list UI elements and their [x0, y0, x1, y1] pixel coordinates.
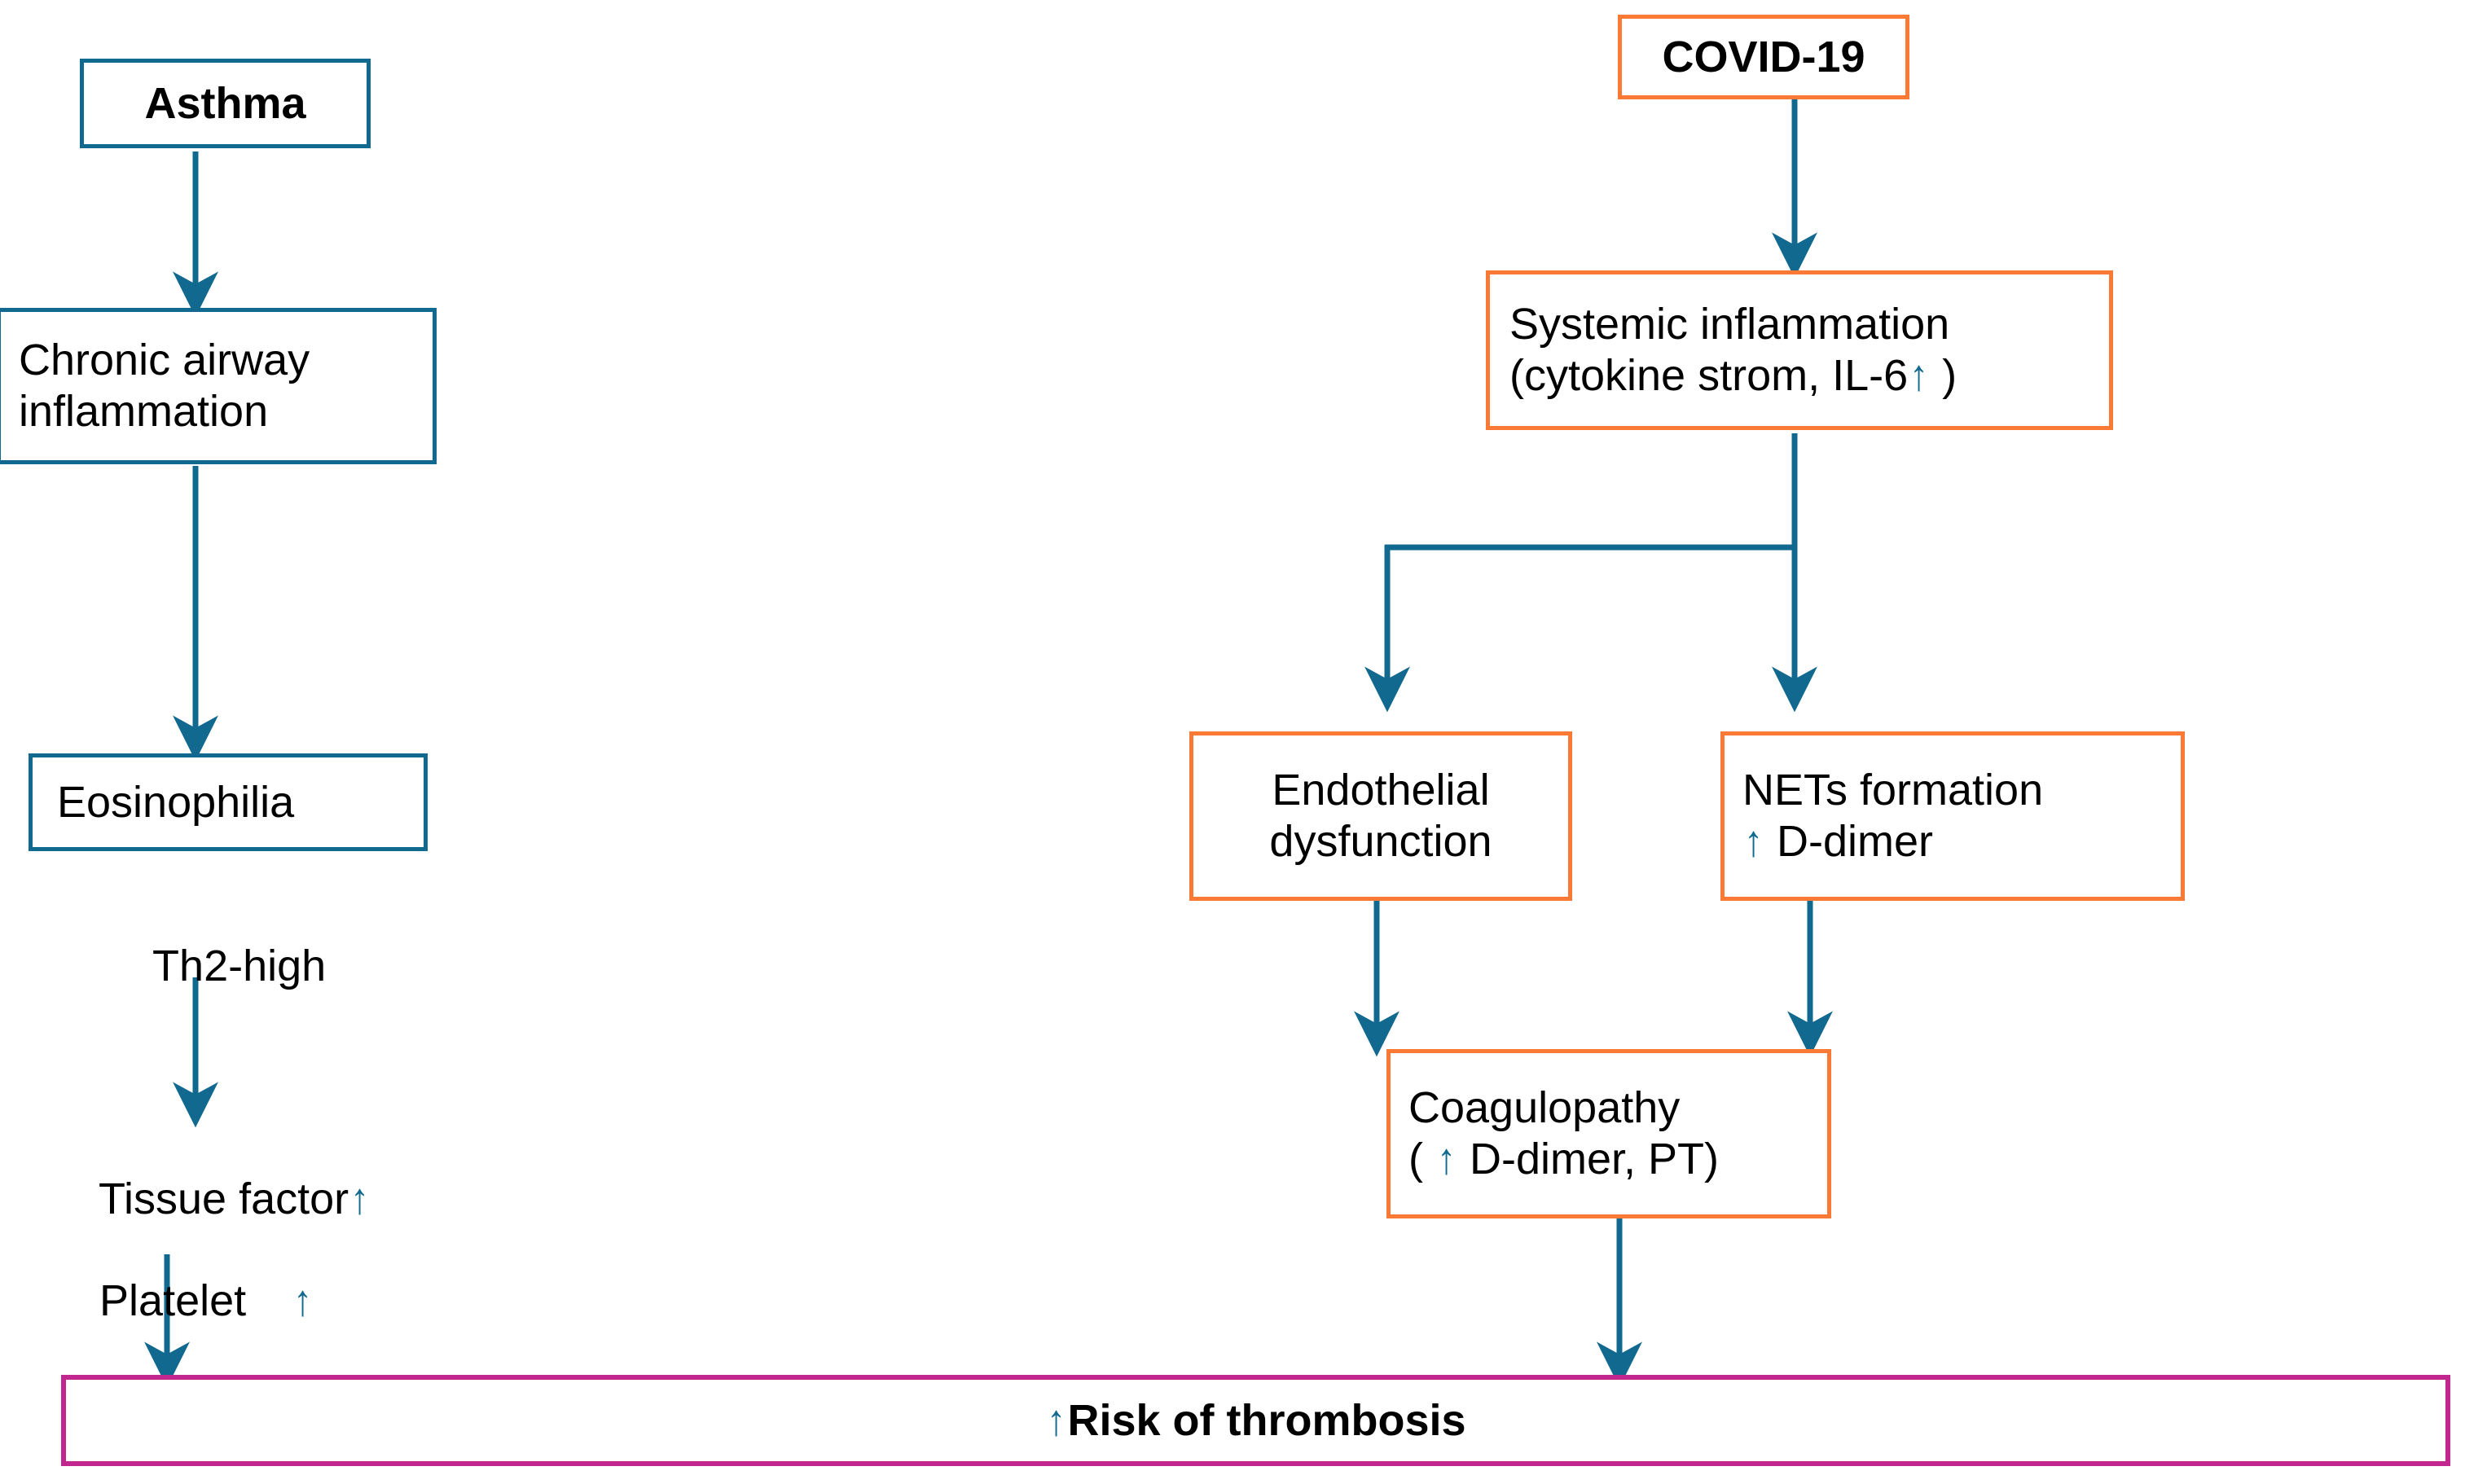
node-platelet-line: Platelet ↑	[99, 1276, 314, 1325]
node-systemic-line1: Systemic inflammation	[1509, 300, 1950, 349]
node-covid-19-label: COVID-19	[1662, 32, 1865, 81]
node-nets-formation[interactable]: NETs formation ↑ D-dimer	[1720, 731, 2185, 901]
node-eosinophilia[interactable]: Eosinophilia	[29, 753, 428, 851]
up-arrow-icon-platelet: ↑	[293, 1275, 313, 1325]
platelet-label: Platelet	[99, 1275, 247, 1325]
node-nets-line2: ↑ D-dimer	[1742, 817, 1933, 866]
node-nets-line1: NETs formation	[1742, 766, 2044, 815]
node-tissue-factor-platelet: Tissue factor↑ Platelet↑	[51, 1122, 371, 1377]
node-risk-of-thrombosis-label: Risk of thrombosis	[1067, 1395, 1466, 1445]
up-arrow-icon-risk: ↑	[1047, 1395, 1066, 1445]
node-coagulopathy[interactable]: Coagulopathy ( ↑ D-dimer, PT)	[1386, 1049, 1831, 1218]
node-endothelial-line2: dysfunction	[1269, 817, 1492, 866]
node-eosinophilia-label: Eosinophilia	[57, 777, 295, 827]
node-coagulopathy-line1: Coagulopathy	[1408, 1083, 1681, 1133]
node-covid-19[interactable]: COVID-19	[1618, 15, 1909, 99]
node-chronic-airway-inflammation[interactable]: Chronic airway inflammation	[0, 308, 437, 464]
node-systemic-inflammation[interactable]: Systemic inflammation (cytokine strom, I…	[1486, 270, 2113, 430]
node-asthma[interactable]: Asthma	[80, 59, 371, 148]
tissue-factor-label: Tissue factor	[99, 1174, 349, 1223]
node-nets-line2-suffix: D-dimer	[1764, 817, 1934, 866]
node-systemic-line2-suffix: )	[1930, 351, 1958, 400]
node-chronic-line2: inflammation	[19, 387, 269, 436]
node-endothelial-line1: Endothelial	[1272, 766, 1490, 815]
node-coagulopathy-line2: ( ↑ D-dimer, PT)	[1408, 1135, 1719, 1183]
node-endothelial-dysfunction[interactable]: Endothelial dysfunction	[1189, 731, 1572, 901]
node-th2-high: Th2-high	[104, 889, 326, 1043]
node-coagulopathy-line2-suffix: D-dimer, PT)	[1457, 1135, 1720, 1183]
up-arrow-icon-nets-ddimer: ↑	[1744, 817, 1763, 866]
node-systemic-line2: (cytokine strom, IL-6↑ )	[1509, 351, 1957, 400]
node-tissue-factor-line: Tissue factor↑	[99, 1174, 371, 1223]
up-arrow-icon-il6: ↑	[1909, 351, 1929, 400]
node-th2-high-label: Th2-high	[152, 941, 327, 990]
node-chronic-line1: Chronic airway	[19, 336, 310, 385]
up-arrow-icon-tissue-factor: ↑	[350, 1174, 370, 1223]
node-coagulopathy-line2-prefix: (	[1408, 1135, 1435, 1183]
up-arrow-icon-coagulopathy-ddimer: ↑	[1437, 1135, 1456, 1183]
node-asthma-label: Asthma	[144, 78, 306, 128]
node-risk-of-thrombosis[interactable]: ↑Risk of thrombosis	[61, 1375, 2450, 1466]
node-systemic-line2-prefix: (cytokine strom, IL-6	[1509, 351, 1909, 400]
